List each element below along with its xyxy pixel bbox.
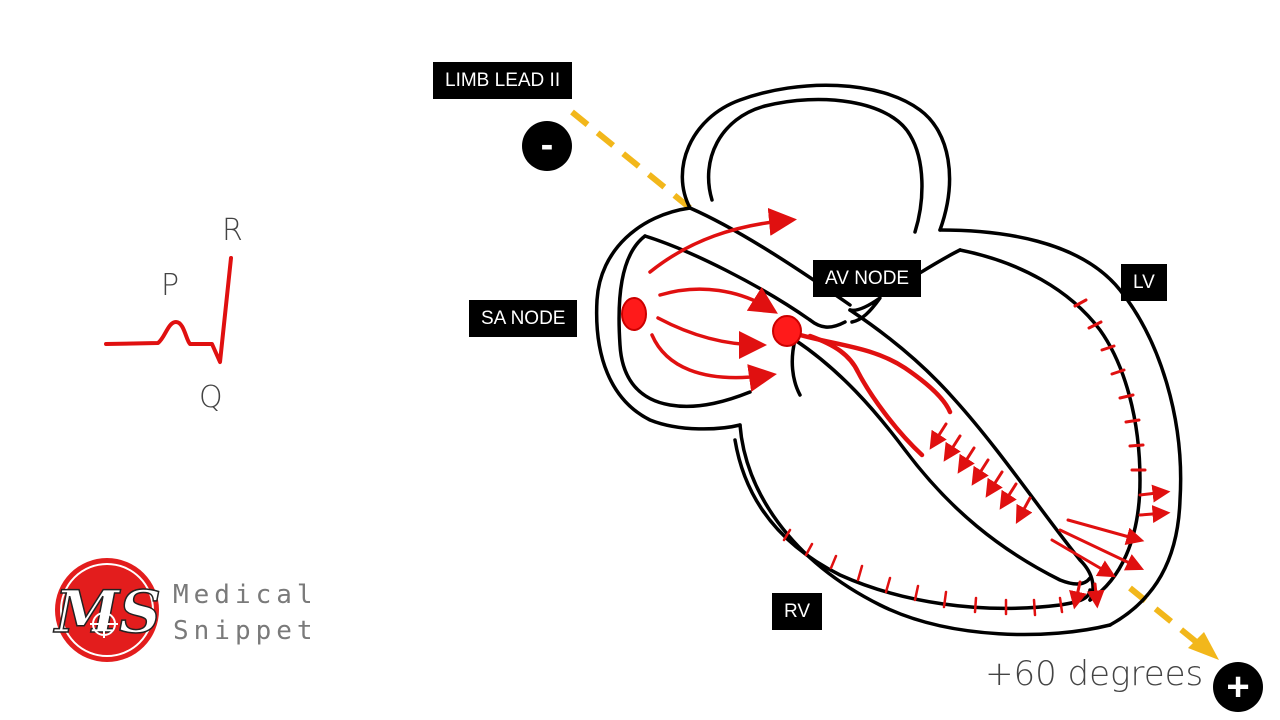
sa-node-label: SA NODE [469, 300, 578, 337]
bundle-branches [787, 329, 953, 458]
av-node-label: AV NODE [813, 260, 922, 297]
lead-axis-arrowhead [1188, 632, 1219, 660]
septal-arrows [929, 422, 1033, 524]
axis-degrees-label: +60 degrees [985, 654, 1204, 694]
lead-axis-upper [570, 109, 692, 211]
ecg-q-label: Q [199, 380, 223, 415]
lv-label: LV [1121, 264, 1167, 301]
medical-snippet-logo: MS [52, 558, 162, 662]
negative-electrode [522, 121, 572, 171]
rv-wall-ticks [782, 528, 1064, 617]
negative-sign: - [541, 124, 554, 166]
ecg-p-label: P [161, 268, 180, 303]
logo-text: MS [53, 578, 161, 646]
heart-outline [594, 83, 1183, 637]
atrial-conduction-arrows [648, 207, 797, 392]
limb-lead-ii-label: LIMB LEAD II [433, 62, 573, 99]
rv-label: RV [772, 593, 823, 630]
lead-axis-lower [1128, 585, 1202, 648]
ecg-r-label: R [222, 213, 243, 248]
av-node [772, 315, 802, 347]
apical-arrows [1050, 484, 1171, 610]
brand-line-snippet: Snippet [173, 616, 318, 646]
brand-line-medical: Medical [173, 580, 318, 610]
positive-electrode [1213, 662, 1263, 712]
ecg-trace [104, 256, 233, 364]
sa-node [621, 297, 647, 331]
lv-wall-ticks [1073, 298, 1147, 472]
positive-sign: + [1226, 665, 1249, 709]
